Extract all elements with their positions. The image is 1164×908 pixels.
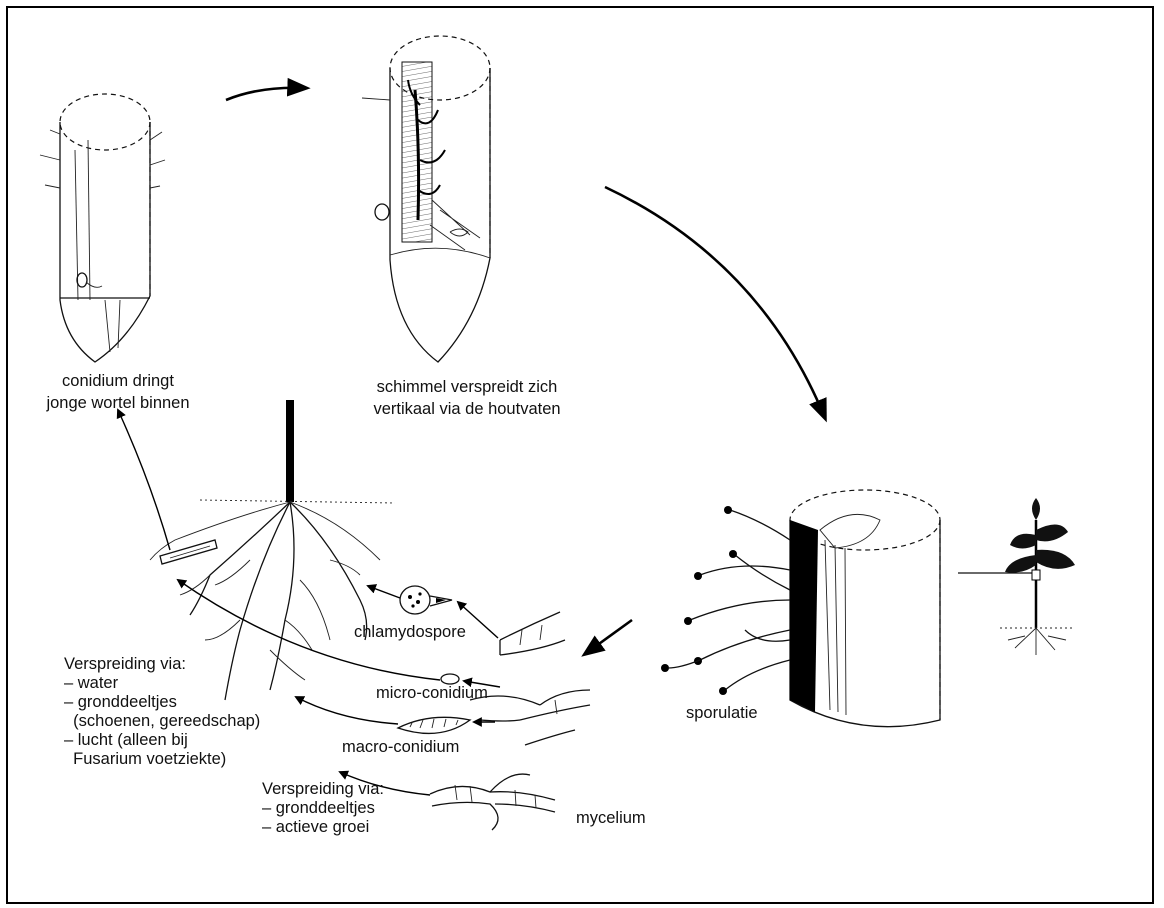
macro-conidium-illustration [398, 717, 470, 733]
spore-spread-item: (schoenen, gereedschap) [64, 712, 260, 730]
stage-2-label-line-2: vertikaal via de houtvaten [373, 400, 560, 418]
chlamydospore-label: chlamydospore [354, 623, 466, 641]
spore-spread-item: – gronddeeltjes [64, 693, 177, 711]
spore-spread-item: – water [64, 674, 119, 692]
spore-spread-item: – lucht (alleen bij [64, 731, 188, 749]
spore-spread-item: Fusarium voetziekte) [64, 750, 226, 768]
stage-1-label-line-1: conidium dringt [62, 372, 174, 390]
mycelium-label: mycelium [576, 809, 646, 827]
infected-plant-roots [150, 400, 395, 700]
spore-spread-heading: Verspreiding via: [64, 655, 186, 673]
chlamydospore-illustration [400, 586, 452, 614]
sporulation-stem-block [661, 490, 1035, 727]
micro-conidium-label: micro-conidium [376, 684, 488, 702]
infected-root-illustration [362, 36, 490, 362]
micro-conidium-illustration [441, 674, 459, 684]
conidiophores [661, 506, 790, 695]
mycelium-spread-heading: Verspreiding via: [262, 780, 384, 798]
macro-conidium-label: macro-conidium [342, 738, 459, 756]
sporulation-label: sporulatie [686, 704, 758, 722]
young-root-illustration [40, 94, 165, 362]
stage-2-label-line-1: schimmel verspreidt zich [377, 378, 558, 396]
seedling-illustration [1000, 498, 1075, 655]
mycelium-spread-item: – actieve groei [262, 818, 369, 836]
diagram-labels: conidium dringt jonge wortel binnen schi… [45, 372, 757, 836]
stage-1-label-line-2: jonge wortel binnen [45, 394, 189, 412]
mycelium-spread-item: – gronddeeltjes [262, 799, 375, 817]
mycelium-hyphae [430, 612, 590, 830]
